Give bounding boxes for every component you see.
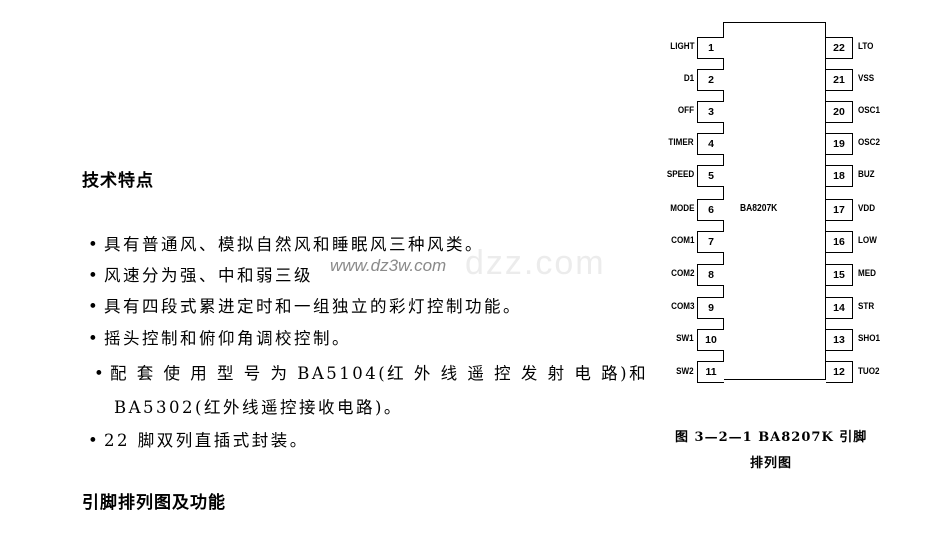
pin-label: TIMER — [668, 137, 694, 148]
pin-label: LTO — [858, 41, 874, 52]
pin-label: SW2 — [676, 366, 694, 377]
pin-number: 5 — [697, 165, 724, 187]
pin-number: 11 — [697, 361, 724, 383]
feature-bullet: •22 脚双列直插式封装。 — [88, 431, 309, 450]
feature-bullet-continuation: BA5302(红外线遥控接收电路)。 — [114, 398, 403, 417]
pin-label: MODE — [669, 203, 694, 214]
pin-number: 20 — [826, 101, 853, 123]
chip-name: BA8207K — [740, 203, 778, 214]
pin-number: 1 — [697, 37, 724, 59]
pin-label: D1 — [683, 73, 694, 84]
pin-number: 9 — [697, 297, 724, 319]
feature-bullet: •配 套 使 用 型 号 为 BA5104(红 外 线 遥 控 发 射 电 路)… — [94, 364, 649, 383]
pin-number: 17 — [826, 199, 853, 221]
pin-label: SW1 — [676, 333, 694, 344]
feature-bullet: •具有四段式累进定时和一组独立的彩灯控制功能。 — [88, 297, 522, 316]
feature-bullet: •具有普通风、模拟自然风和睡眠风三种风类。 — [88, 235, 484, 254]
pin-number: 21 — [826, 69, 853, 91]
pin-label: VSS — [858, 73, 875, 84]
pin-label: STR — [858, 301, 875, 312]
pin-label: MED — [858, 268, 876, 279]
feature-bullet: •风速分为强、中和弱三级 — [88, 266, 313, 285]
pin-number: 7 — [697, 231, 724, 253]
pin-label: SPEED — [666, 169, 694, 180]
pin-label: TUO2 — [858, 366, 880, 377]
pin-number: 10 — [697, 329, 724, 351]
pin-number: 4 — [697, 133, 724, 155]
pin-label: LOW — [858, 235, 877, 246]
pin-number: 16 — [826, 231, 853, 253]
pin-label: OFF — [677, 105, 694, 116]
chip-body — [723, 22, 826, 380]
pin-number: 15 — [826, 264, 853, 286]
pin-label: COM3 — [670, 301, 694, 312]
pin-label: OSC2 — [858, 137, 880, 148]
pin-label: OSC1 — [858, 105, 880, 116]
pin-number: 6 — [697, 199, 724, 221]
pin-number: 13 — [826, 329, 853, 351]
pin-number: 2 — [697, 69, 724, 91]
pin-number: 14 — [826, 297, 853, 319]
pin-number: 8 — [697, 264, 724, 286]
pin-number: 12 — [826, 361, 853, 383]
pin-label: BUZ — [858, 169, 875, 180]
pin-number: 22 — [826, 37, 853, 59]
section-heading-pinout: 引脚排列图及功能 — [82, 493, 226, 513]
pin-label: COM1 — [670, 235, 694, 246]
section-heading-features: 技术特点 — [82, 171, 154, 191]
pin-label: LIGHT — [669, 41, 694, 52]
pin-number: 3 — [697, 101, 724, 123]
pin-label: SHO1 — [858, 333, 880, 344]
pin-number: 19 — [826, 133, 853, 155]
pin-label: COM2 — [670, 268, 694, 279]
figure-caption: 图 3—2—1 BA8207K 引脚 — [675, 430, 868, 445]
pin-number: 18 — [826, 165, 853, 187]
feature-bullet: •摇头控制和俯仰角调校控制。 — [88, 329, 351, 348]
pin-label: VDD — [858, 203, 876, 214]
figure-caption-line2: 排列图 — [750, 456, 793, 471]
